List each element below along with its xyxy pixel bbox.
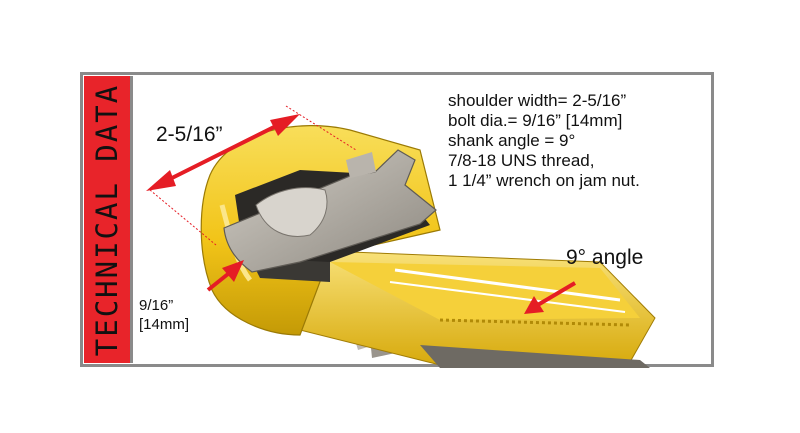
spec-shank-angle: shank angle = 9° [448, 131, 576, 150]
shank [299, 249, 656, 366]
bolt-diameter-inches: 9/16” [139, 297, 174, 314]
bolt-diameter-mm: [14mm] [139, 316, 190, 333]
bolt-diameter-label: 9/16” [14mm] [139, 296, 189, 334]
shoulder-width-label: 2-5/16” [156, 123, 223, 146]
spec-wrench: 1 1/4” wrench on jam nut. [448, 171, 640, 190]
shank-shadow [420, 345, 650, 368]
spec-shoulder-width: shoulder width= 2-5/16” [448, 91, 627, 110]
width-guides [149, 105, 357, 246]
spec-list: shoulder width= 2-5/16” bolt dia.= 9/16”… [448, 91, 713, 191]
spec-thread: 7/8-18 UNS thread, [448, 151, 595, 170]
spec-bolt-diameter: bolt dia.= 9/16” [14mm] [448, 111, 623, 130]
bolt-diameter-arrow [206, 260, 244, 292]
ball-bushing [223, 149, 437, 273]
angle-label: 9° angle [566, 246, 644, 269]
side-tab [84, 76, 133, 363]
shoulder-width-arrow [146, 114, 300, 191]
angle-arrow [524, 281, 577, 314]
